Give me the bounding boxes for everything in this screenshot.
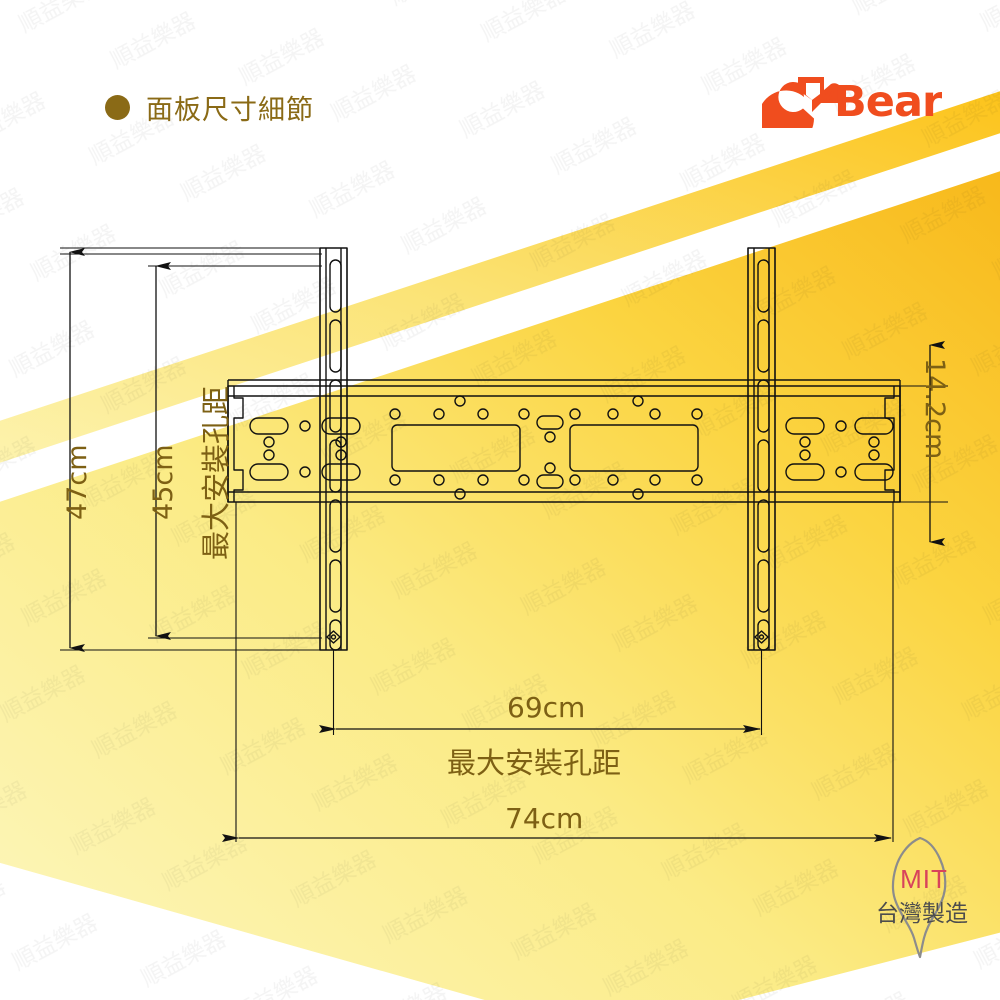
dim-label-14-2cm: 14.2cm: [919, 358, 950, 460]
dim-note-vertical: 最大安裝孔距: [199, 385, 233, 560]
dim-label-45cm: 45cm: [148, 444, 179, 520]
mit-subtitle: 台灣製造: [876, 901, 968, 927]
page-title: 面板尺寸細節: [105, 88, 314, 127]
cbear-logo-icon: v Bear: [758, 77, 945, 147]
left-vertical-rail: [319, 247, 348, 651]
mit-badge: MIT 台灣製造: [858, 832, 986, 962]
right-vertical-rail: [747, 247, 776, 651]
dim-label-69cm: 69cm: [507, 691, 586, 724]
dim-label-47cm: 47cm: [62, 444, 93, 520]
svg-text:Bear: Bear: [834, 77, 942, 127]
page-title-text: 面板尺寸細節: [146, 95, 314, 126]
cbear-logo: v Bear: [758, 66, 945, 147]
dim-label-74cm: 74cm: [505, 802, 584, 835]
mit-title: MIT: [900, 864, 948, 894]
dim-note-horizontal: 最大安裝孔距: [447, 746, 622, 780]
bullet-icon: [105, 95, 130, 120]
